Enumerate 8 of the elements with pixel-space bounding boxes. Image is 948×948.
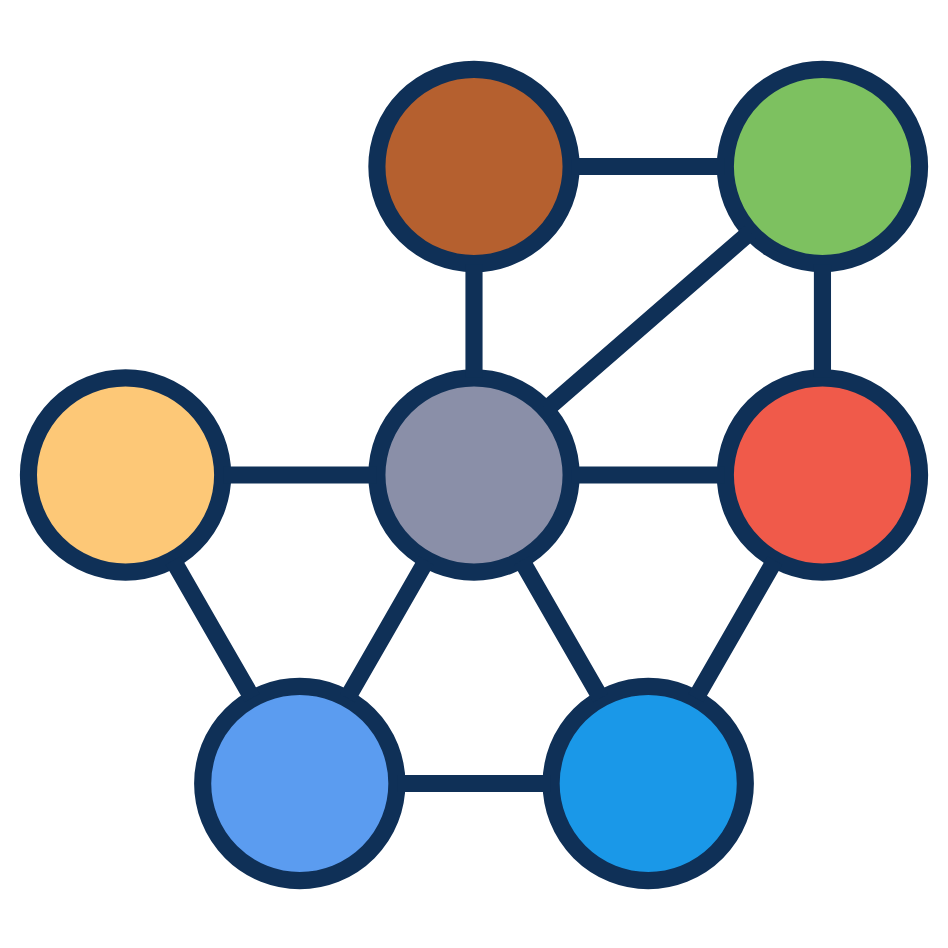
node-person (716, 368, 929, 580)
node-person (19, 368, 232, 580)
node-person (368, 59, 580, 272)
node-person (194, 676, 406, 889)
connector (540, 224, 756, 415)
node-person (542, 676, 754, 889)
node-person (368, 368, 580, 580)
node-person (716, 59, 929, 272)
